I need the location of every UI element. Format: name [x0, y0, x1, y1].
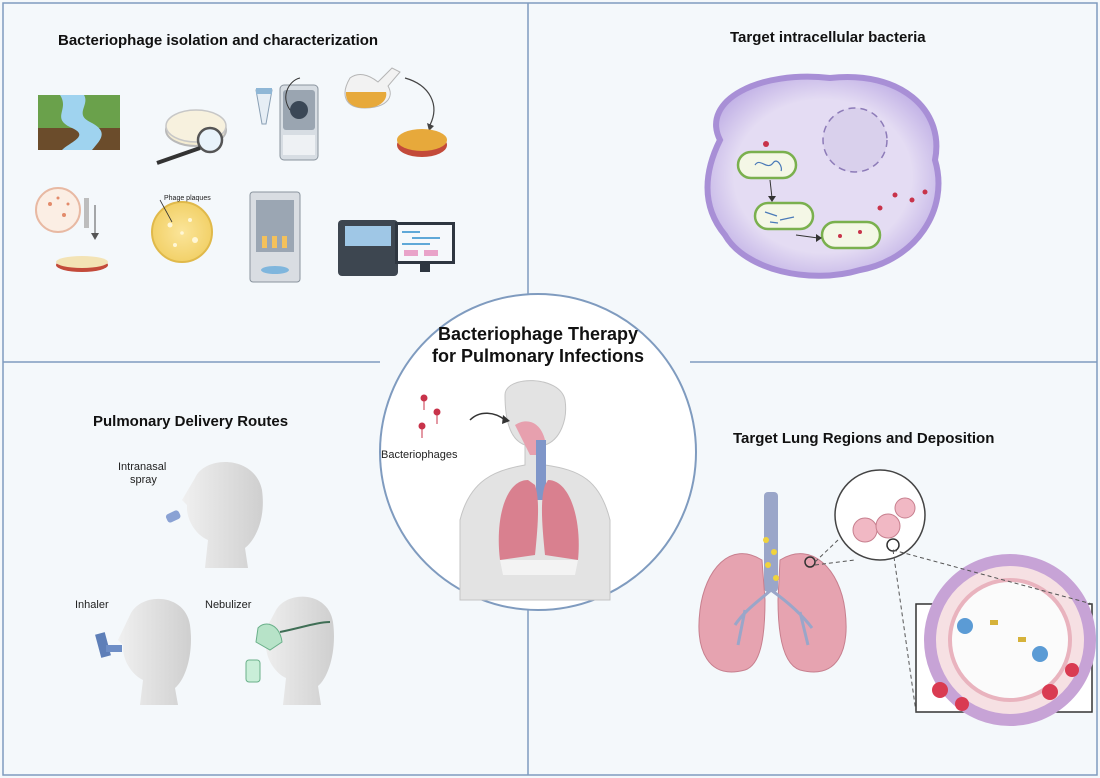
- sequencer-computer: [338, 220, 455, 276]
- panel-title-isolation: Bacteriophage isolation and characteriza…: [58, 32, 378, 49]
- petri-dish-magnifier: [156, 109, 227, 165]
- phage-plaques-plate: Phage plaques: [151, 195, 213, 263]
- panel-title-lung-regions: Target Lung Regions and Deposition: [733, 430, 994, 447]
- panel-title-delivery: Pulmonary Delivery Routes: [93, 413, 288, 430]
- bacteriophages-label: Bacteriophages: [381, 449, 458, 461]
- intranasal-label-line2: spray: [130, 474, 157, 486]
- center-title-line2: for Pulmonary Infections: [432, 346, 644, 366]
- bacteriophage-icons: [418, 394, 441, 438]
- center-title-line1: Bacteriophage Therapy: [438, 324, 638, 344]
- inhaler-label: Inhaler: [75, 599, 109, 611]
- phage-particles-released: [763, 141, 928, 238]
- nebulizer-label: Nebulizer: [205, 599, 252, 611]
- flask-culture: [344, 67, 447, 157]
- phage-inhalation-arrow: [469, 412, 506, 421]
- plaque-assay-plate: [35, 187, 108, 272]
- head-inhaler: [95, 598, 191, 705]
- host-cell: [704, 73, 942, 279]
- alveoli-zoom: [814, 469, 926, 566]
- centrifuge: [255, 77, 319, 161]
- intracellular-bacteria: [736, 150, 882, 250]
- lungs: [698, 492, 847, 673]
- arrowhead: [502, 415, 510, 424]
- head-intranasal: [165, 462, 263, 568]
- human-torso: [459, 380, 611, 601]
- panel-title-intracellular: Target intracellular bacteria: [730, 29, 926, 46]
- water-source-landscape: [38, 95, 120, 150]
- incubator: [249, 191, 301, 283]
- intranasal-label-line1: Intranasal: [118, 461, 166, 473]
- head-nebulizer: [245, 596, 334, 705]
- phage-plaques-label: Phage plaques: [164, 195, 211, 202]
- alveolar-cross-section: [892, 549, 1096, 726]
